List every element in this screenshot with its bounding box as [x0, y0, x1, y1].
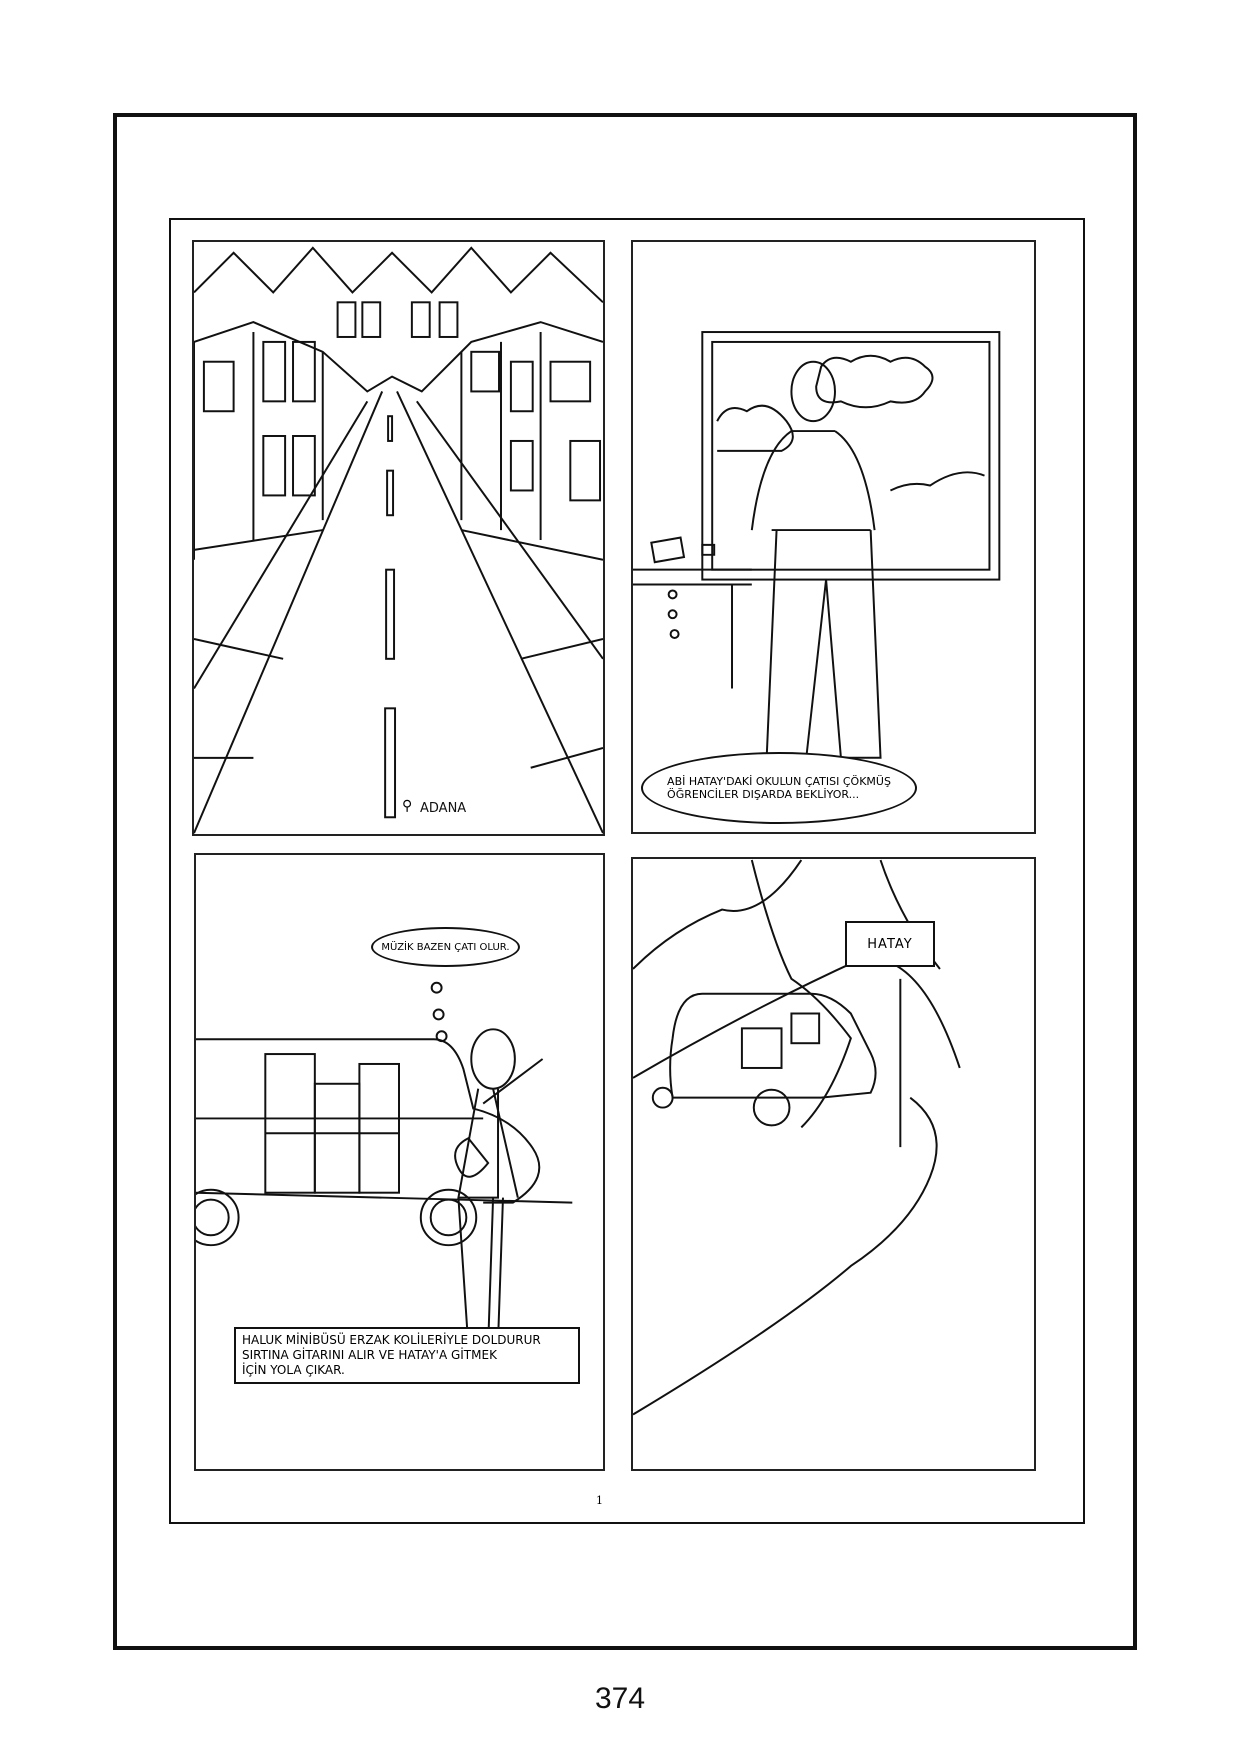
- hatay-sign-text: HATAY: [867, 936, 913, 952]
- hatay-road-sign: HATAY: [845, 921, 935, 967]
- comic-frame: [169, 218, 1085, 1524]
- window-scene-drawing: [633, 331, 1001, 759]
- speech-bubble: ABİ HATAY'DAKİ OKULUN ÇATISI ÇÖKMÜŞ ÖĞRE…: [641, 752, 917, 824]
- panel-road-hatay: HATAY: [631, 857, 1036, 1471]
- panel-minibus: MÜZİK BAZEN ÇATI OLUR. HALUK MİNİBÜSÜ ER…: [194, 853, 605, 1471]
- location-pin-icon: ⚲: [402, 798, 413, 814]
- adana-label: ADANA: [420, 801, 467, 816]
- street-drawing: [194, 246, 603, 834]
- speech-text: ABİ HATAY'DAKİ OKULUN ÇATISI ÇÖKMÜŞ ÖĞRE…: [667, 775, 891, 801]
- caption-text: HALUK MİNİBÜSÜ ERZAK KOLİLERİYLE DOLDURU…: [242, 1333, 541, 1377]
- thought-text: MÜZİK BAZEN ÇATI OLUR.: [381, 941, 510, 953]
- page-outer-frame: [113, 113, 1137, 1650]
- panel-window: ABİ HATAY'DAKİ OKULUN ÇATISI ÇÖKMÜŞ ÖĞRE…: [631, 240, 1036, 834]
- thought-bubble: MÜZİK BAZEN ÇATI OLUR.: [371, 927, 520, 967]
- page-number: 374: [594, 1682, 646, 1715]
- minibus-drawing: [196, 981, 573, 1348]
- narration-caption: HALUK MİNİBÜSÜ ERZAK KOLİLERİYLE DOLDURU…: [234, 1327, 580, 1384]
- comic-page-number: 1: [596, 1494, 603, 1507]
- road-drawing: [633, 859, 961, 1416]
- panel-street-adana: ⚲ ADANA: [192, 240, 605, 836]
